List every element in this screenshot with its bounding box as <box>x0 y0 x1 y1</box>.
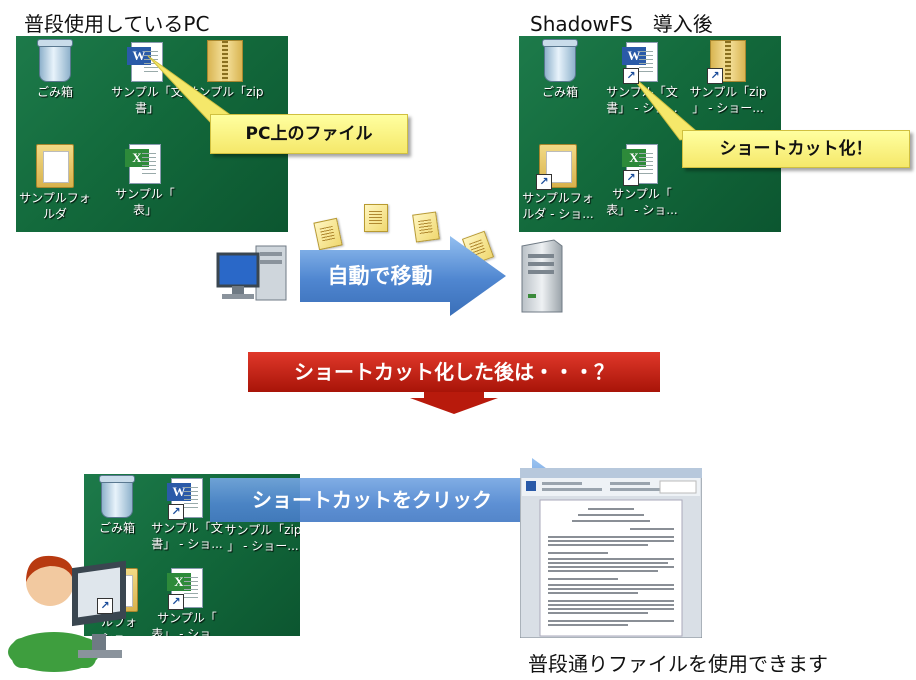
recycle-bin-icon <box>542 39 578 82</box>
after-title: ShadowFS 導入後 <box>530 12 713 36</box>
excel-shortcut-label: サンプル「 表」 - ショ... <box>151 611 223 636</box>
click-arrow-label: ショートカットをクリック <box>252 488 492 512</box>
shortcut-arrow-icon: ↗ <box>707 68 723 84</box>
recycle-bin-icon <box>99 475 135 518</box>
zip-file-label: サンプル「zip <box>186 85 264 99</box>
excel-spreadsheet-icon: X ↗ <box>622 144 658 186</box>
shortcut-arrow-icon: ↗ <box>536 174 552 190</box>
sample-folder[interactable]: サンプルフォ ルダ <box>16 144 94 222</box>
word-document-icon: W <box>127 42 163 82</box>
folder-icon: ↗ <box>536 144 577 190</box>
zip-folder-icon: ↗ <box>707 40 746 84</box>
recycle-bin[interactable]: ごみ箱 <box>16 39 94 100</box>
zip-folder-icon <box>207 40 243 82</box>
excel-file[interactable]: X サンプル「 表」 <box>106 144 184 218</box>
after-recycle-bin[interactable]: ごみ箱 <box>521 39 599 100</box>
folder-shortcut-label: サンプルフォ ルダ - ショ... <box>522 191 594 221</box>
before-callout: PC上のファイル <box>210 114 408 154</box>
move-arrow-label: 自動で移動 <box>327 264 433 288</box>
word-document-window <box>520 468 702 638</box>
zip-shortcut-label: サンプル「zip 」 - ショー... <box>224 523 300 553</box>
recycle-bin-label: ごみ箱 <box>36 85 73 99</box>
excel-spreadsheet-icon: X <box>125 144 161 184</box>
word-document-icon: W ↗ <box>622 42 658 84</box>
zip-file[interactable]: サンプル「zip <box>186 40 264 100</box>
click-word-shortcut[interactable]: W ↗ サンプル「文 書」 - ショ... <box>148 478 226 552</box>
server-icon <box>521 239 563 313</box>
recycle-bin-icon <box>37 39 73 82</box>
recycle-bin-label: ごみ箱 <box>98 521 135 535</box>
click-arrow <box>210 458 590 542</box>
file-paper-icon <box>364 204 388 232</box>
shortcut-arrow-icon: ↗ <box>623 170 639 186</box>
folder-icon <box>36 144 74 188</box>
click-recycle-bin[interactable]: ごみ箱 <box>84 475 156 536</box>
shortcut-arrow-icon: ↗ <box>168 594 184 610</box>
after-folder-shortcut[interactable]: ↗ サンプルフォ ルダ - ショ... <box>519 144 597 222</box>
word-file-label: サンプル「文 書」 <box>111 85 183 115</box>
word-file[interactable]: W サンプル「文 書」 <box>108 42 186 116</box>
before-title: 普段使用しているPC <box>24 12 210 36</box>
question-banner-label: ショートカット化した後は・・・？ <box>294 360 614 384</box>
desktop-pc-icon <box>216 245 287 301</box>
user-at-computer-icon <box>8 555 126 672</box>
after-callout: ショートカット化！ <box>682 130 910 168</box>
click-zip-shortcut[interactable]: サンプル「zip 」 - ショー... <box>224 478 300 554</box>
excel-spreadsheet-icon: X ↗ <box>167 568 203 610</box>
shortcut-arrow-icon: ↗ <box>623 68 639 84</box>
word-shortcut-label: サンプル「文 書」 - ショ... <box>151 521 223 551</box>
word-document-icon: W ↗ <box>167 478 203 520</box>
after-excel-shortcut[interactable]: X ↗ サンプル「 表」 - ショ... <box>603 144 681 218</box>
after-zip-shortcut[interactable]: ↗ サンプル「zip 」 - ショー... <box>689 40 767 116</box>
move-arrow <box>300 236 506 316</box>
bottom-caption: 普段通りファイルを使用できます <box>528 652 828 676</box>
excel-shortcut-label: サンプル「 表」 - ショ... <box>606 187 678 217</box>
excel-file-label: サンプル「 表」 <box>115 187 175 217</box>
zip-shortcut-label: サンプル「zip 」 - ショー... <box>689 85 767 115</box>
click-excel-shortcut[interactable]: X ↗ サンプル「 表」 - ショ... <box>148 568 226 636</box>
shortcut-arrow-icon: ↗ <box>97 598 113 614</box>
shortcut-arrow-icon: ↗ <box>168 504 184 520</box>
folder-label: サンプルフォ ルダ <box>19 191 91 221</box>
question-banner <box>248 352 660 414</box>
recycle-bin-label: ごみ箱 <box>541 85 578 99</box>
